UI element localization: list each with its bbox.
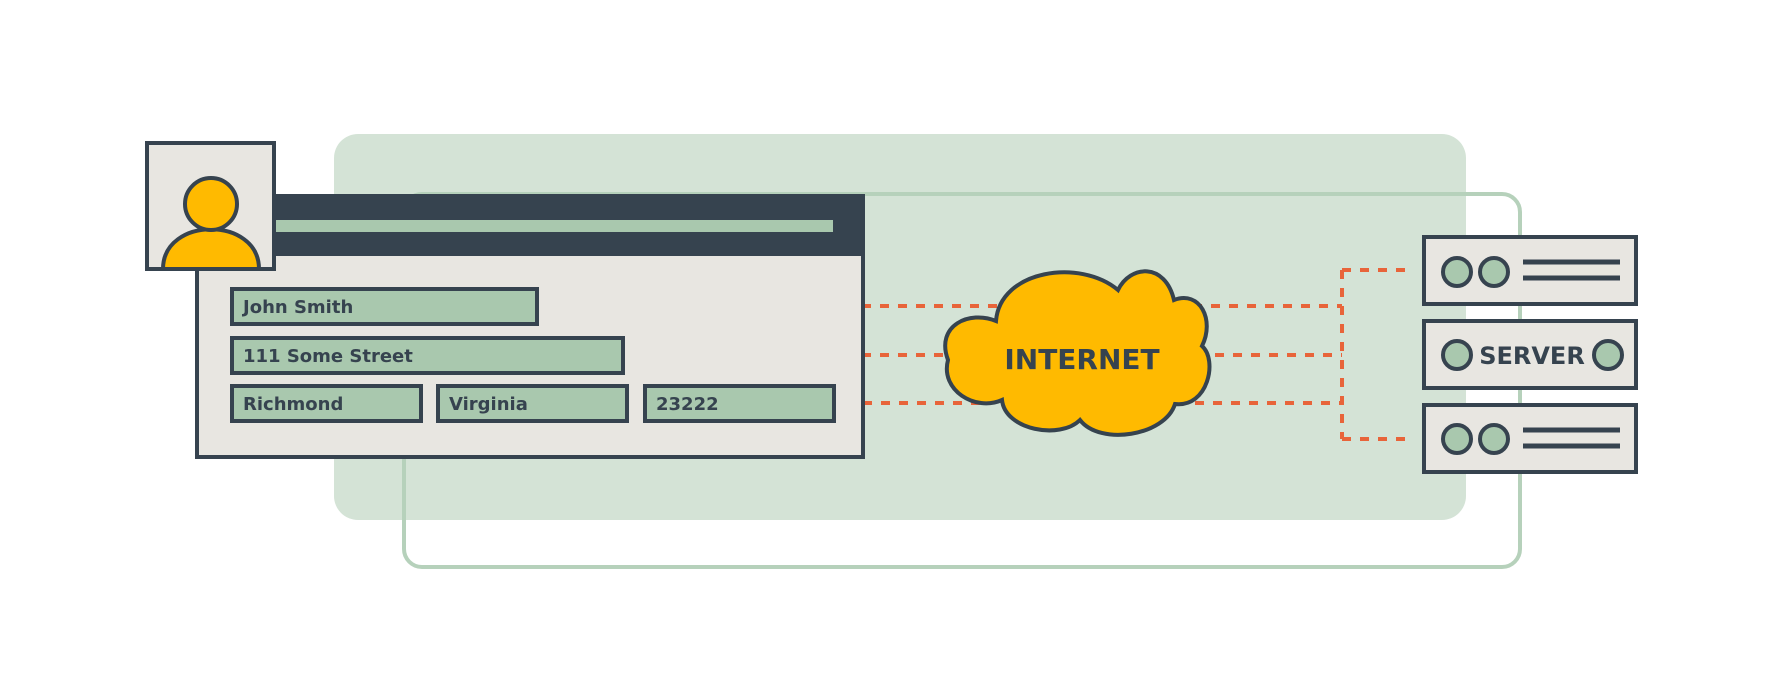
zip-field-text: 23222 xyxy=(656,394,719,415)
state-field-box xyxy=(436,384,629,423)
city-field-text: Richmond xyxy=(243,394,343,415)
cloud-label: INTERNET xyxy=(1004,343,1159,376)
city-field[interactable]: Richmond xyxy=(230,384,423,423)
server-label: SERVER xyxy=(1479,342,1585,370)
server-unit-top xyxy=(1422,235,1638,306)
server-unit-bottom xyxy=(1422,403,1638,474)
server-unit-middle-light-1 xyxy=(1441,339,1473,371)
name-field-text: John Smith xyxy=(241,297,353,318)
street-field-text: 111 Some Street xyxy=(243,346,413,367)
server-unit-top-light-1 xyxy=(1441,256,1473,288)
cloud-icon: INTERNET xyxy=(943,269,1212,437)
form-window-title-bar-highlight xyxy=(275,220,833,232)
server-unit-bottom-light-2 xyxy=(1478,423,1510,455)
state-field[interactable]: Virginia xyxy=(436,384,629,423)
cloud-shape xyxy=(943,269,1212,437)
name-field-box xyxy=(230,287,539,326)
street-field-box xyxy=(230,336,625,375)
server-unit-middle: SERVER xyxy=(1422,319,1638,390)
server-stack-icon: SERVER xyxy=(1422,235,1638,474)
server-unit-bottom-light-1 xyxy=(1441,423,1473,455)
city-field-box xyxy=(230,384,423,423)
user-avatar-icon xyxy=(145,141,276,271)
name-field[interactable]: John Smith xyxy=(230,287,539,326)
server-unit-middle-light-2 xyxy=(1592,339,1624,371)
form-window: John Smith 111 Some Street Richmond Virg… xyxy=(195,194,865,459)
zip-field[interactable]: 23222 xyxy=(643,384,836,423)
avatar-head xyxy=(183,176,239,232)
street-field[interactable]: 111 Some Street xyxy=(230,336,625,375)
zip-field-box xyxy=(643,384,836,423)
server-unit-top-light-2 xyxy=(1478,256,1510,288)
state-field-text: Virginia xyxy=(449,394,528,415)
